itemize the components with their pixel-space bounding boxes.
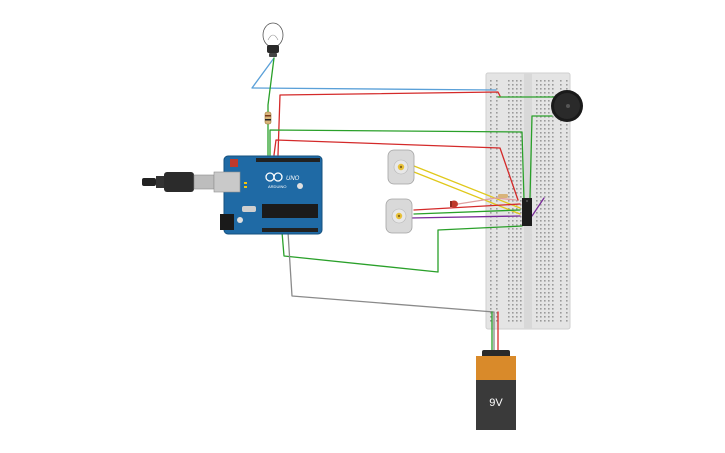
- dc-motor-2[interactable]: [385, 198, 413, 234]
- wire-yellow-2[interactable]: [413, 171, 521, 215]
- led-red[interactable]: [450, 200, 458, 208]
- wire-red-top[interactable]: [277, 91, 501, 156]
- battery-label: 9V: [489, 397, 503, 409]
- wire-red-motor2[interactable]: [413, 203, 521, 211]
- resistor[interactable]: [264, 111, 272, 125]
- wire-led[interactable]: [457, 197, 517, 205]
- battery-9v[interactable]: 9V: [476, 350, 516, 430]
- wire-green-buzzer-chip[interactable]: [529, 115, 553, 199]
- dc-motor-1[interactable]: [387, 149, 415, 185]
- arduino-brand-text: ARDUINO: [268, 184, 286, 189]
- wire-green-bottom[interactable]: [281, 225, 523, 273]
- breadboard-resistor[interactable]: [498, 194, 508, 198]
- wire-green-bulb[interactable]: [267, 57, 275, 156]
- wire-purple-1[interactable]: [409, 215, 521, 219]
- wire-purple-2[interactable]: [531, 197, 545, 217]
- light-bulb-icon[interactable]: [262, 22, 284, 57]
- arduino-uno-board[interactable]: ARDUINO UNO: [213, 155, 323, 235]
- piezo-buzzer[interactable]: [551, 90, 583, 122]
- wire-gray[interactable]: [287, 231, 495, 351]
- usb-cable: [142, 172, 215, 192]
- motor-driver-chip[interactable]: [522, 198, 532, 226]
- wires: [251, 57, 561, 351]
- wire-green-mid[interactable]: [269, 129, 525, 201]
- arduino-logo: [265, 172, 283, 182]
- wire-red-mid[interactable]: [273, 139, 519, 201]
- wire-yellow-1[interactable]: [413, 165, 521, 209]
- arduino-model-text: UNO: [286, 176, 300, 182]
- wire-green-motor2[interactable]: [413, 209, 521, 215]
- wire-blue[interactable]: [251, 57, 497, 91]
